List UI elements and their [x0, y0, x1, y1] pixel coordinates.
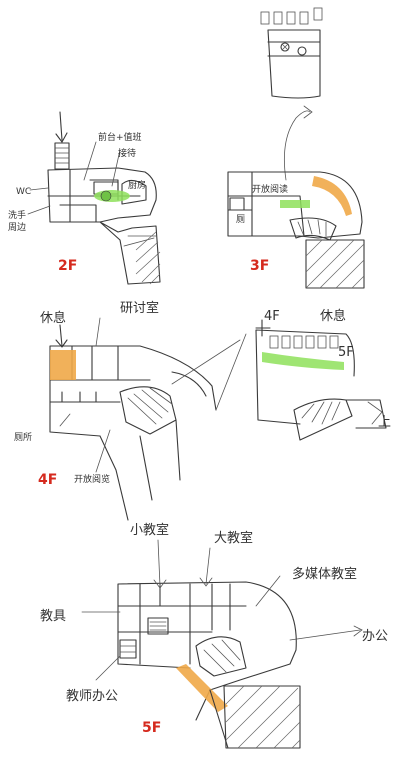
label-open-reading-4f: 开放阅览 — [74, 473, 110, 485]
connector-3f — [284, 110, 311, 181]
label-small-classroom: 小教室 — [130, 522, 169, 538]
label-office: 办公 — [362, 629, 388, 644]
plan-4f: 休息 研讨室 厕所 开放阅览 4F — [14, 300, 247, 521]
label-reception: 接待 — [118, 147, 136, 159]
corridor-highlight-3f — [312, 176, 352, 216]
label-stair: 周边 — [8, 222, 26, 233]
rest-highlight-4f — [50, 350, 76, 380]
label-level-4f: 4F — [264, 309, 280, 324]
label-toilet-4f: 厕所 — [14, 432, 32, 443]
outline-5f — [117, 581, 297, 721]
label-kitchen: 厨房 — [128, 179, 146, 191]
floor-label-2f: 2F — [58, 258, 77, 274]
label-storage: 教具 — [40, 608, 66, 624]
label-teacher-office: 教师办公 — [66, 688, 118, 704]
staircase-2f — [54, 142, 70, 170]
floor-label-3f: 3F — [250, 258, 269, 274]
floor-label-4f: 4F — [38, 472, 57, 488]
plan-3f: 开放阅读 厕 3F — [227, 7, 365, 289]
outline-4f-detail — [255, 329, 355, 425]
reading-highlight-3f — [280, 200, 310, 208]
outline-2f — [47, 167, 157, 223]
plan-5f: 小教室 大教室 多媒体教室 教具 办公 教师办公 5F — [40, 522, 388, 749]
floor-label-5f: 5F — [142, 720, 161, 736]
label-wc: WC — [16, 187, 31, 197]
entry-arrow — [55, 111, 68, 143]
outline-3f — [227, 171, 363, 239]
label-sink: 洗手 — [8, 209, 26, 221]
plan-4f-detail: 4F 5F 休息 上 — [255, 308, 391, 441]
label-rest-4f: 休息 — [40, 310, 66, 326]
label-level-5f: 5F — [338, 345, 354, 360]
label-rest-detail: 休息 — [320, 308, 346, 324]
label-discussion-room: 研讨室 — [120, 300, 159, 316]
rest-band-highlight — [262, 352, 344, 370]
label-large-classroom: 大教室 — [214, 530, 253, 546]
label-up: 上 — [378, 415, 391, 430]
inset-box — [267, 29, 321, 99]
ramp-highlight-5f — [176, 664, 228, 712]
plan-2f: 前台+值班 接待 厨房 WC 洗手 周边 2F — [8, 111, 161, 285]
label-wc-3f: 厕 — [236, 214, 245, 225]
label-open-reading-3f: 开放阅读 — [252, 183, 288, 195]
label-front-desk: 前台+值班 — [98, 131, 142, 143]
reception-highlight — [94, 190, 130, 202]
label-multimedia: 多媒体教室 — [292, 566, 357, 582]
